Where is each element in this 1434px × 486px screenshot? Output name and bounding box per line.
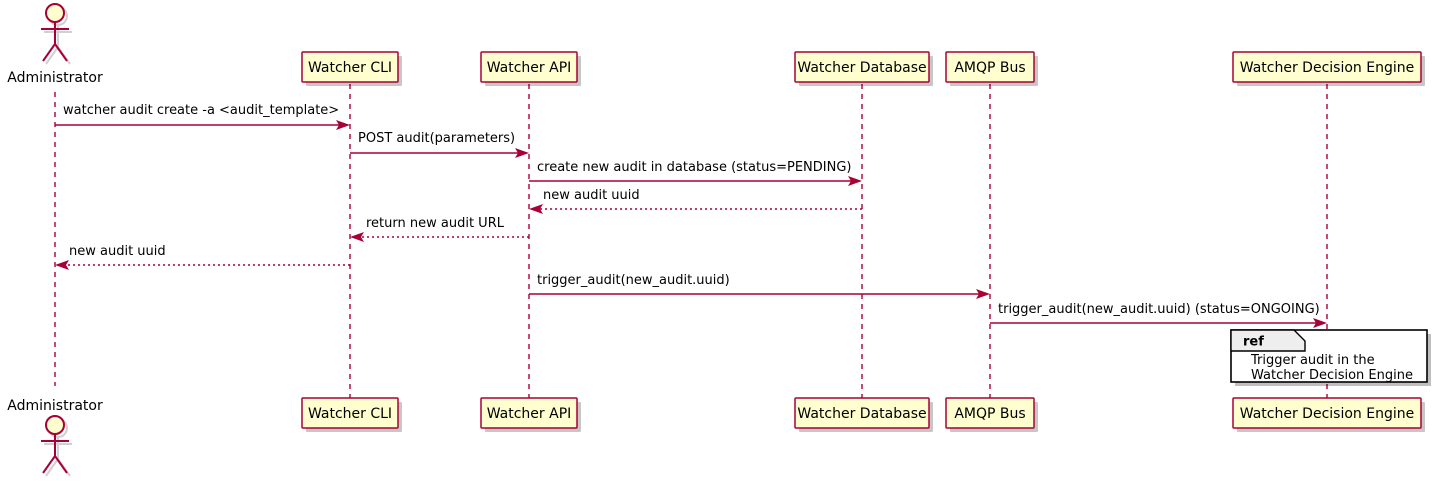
actor-label-top: Administrator bbox=[7, 70, 103, 86]
message-arrowhead-m8 bbox=[1313, 318, 1327, 328]
message-return-new-audit-url[interactable]: return new audit URL bbox=[350, 216, 529, 242]
message-label-m5: return new audit URL bbox=[366, 216, 505, 231]
participant-box-watcher-cli-bottom[interactable]: Watcher CLI bbox=[301, 397, 402, 432]
message-post-audit[interactable]: POST audit(parameters) bbox=[350, 131, 529, 158]
participant-box-amqp-bus-top[interactable]: AMQP Bus bbox=[945, 51, 1038, 86]
actor-administrator-bottom[interactable]: Administrator bbox=[7, 398, 103, 477]
message-arrowhead-m4 bbox=[529, 204, 543, 214]
participant-label-watcher-decision-engine-bottom: Watcher Decision Engine bbox=[1240, 406, 1414, 422]
ref-tab-shape bbox=[1230, 329, 1306, 352]
message-label-m6: new audit uuid bbox=[69, 244, 166, 259]
lifelines-group bbox=[54, 84, 1328, 398]
ref-fragment-trigger-audit[interactable]: ref Trigger audit in the Watcher Decisio… bbox=[1230, 329, 1431, 386]
message-arrowhead-m5 bbox=[350, 232, 364, 242]
participant-box-amqp-bus-bottom[interactable]: AMQP Bus bbox=[945, 397, 1038, 432]
ref-text-line-2: Watcher Decision Engine bbox=[1251, 368, 1413, 383]
participant-label-watcher-cli-top: Watcher CLI bbox=[308, 60, 392, 76]
message-label-m8: trigger_audit(new_audit.uuid) (status=ON… bbox=[998, 302, 1320, 317]
message-label-m7: trigger_audit(new_audit.uuid) bbox=[537, 273, 730, 288]
participant-box-watcher-database-top[interactable]: Watcher Database bbox=[794, 51, 933, 86]
actor-label-bottom: Administrator bbox=[7, 398, 103, 414]
participant-box-watcher-api-bottom[interactable]: Watcher API bbox=[480, 397, 581, 432]
actor-body-icon bbox=[41, 22, 69, 62]
message-label-m2: POST audit(parameters) bbox=[358, 131, 515, 146]
message-new-audit-uuid-cli[interactable]: new audit uuid bbox=[55, 244, 350, 270]
participant-label-watcher-cli-bottom: Watcher CLI bbox=[308, 406, 392, 422]
message-arrowhead-m1 bbox=[336, 120, 350, 130]
message-arrowhead-m7 bbox=[976, 289, 990, 299]
participant-label-amqp-bus-top: AMQP Bus bbox=[954, 60, 1025, 76]
message-trigger-audit[interactable]: trigger_audit(new_audit.uuid) bbox=[529, 273, 990, 299]
participant-box-watcher-decision-engine-top[interactable]: Watcher Decision Engine bbox=[1232, 51, 1425, 86]
actor-head-icon bbox=[45, 3, 65, 23]
message-trigger-audit-ongoing[interactable]: trigger_audit(new_audit.uuid) (status=ON… bbox=[990, 302, 1327, 328]
message-new-audit-uuid-db[interactable]: new audit uuid bbox=[529, 188, 862, 214]
actor-administrator-top[interactable]: Administrator bbox=[7, 3, 103, 86]
participant-label-watcher-database-top: Watcher Database bbox=[797, 60, 926, 76]
participant-label-watcher-decision-engine-top: Watcher Decision Engine bbox=[1240, 60, 1414, 76]
message-watcher-audit-create[interactable]: watcher audit create -a <audit_template> bbox=[55, 103, 350, 130]
participant-label-amqp-bus-bottom: AMQP Bus bbox=[954, 406, 1025, 422]
message-label-m4: new audit uuid bbox=[543, 188, 640, 203]
message-create-new-audit[interactable]: create new audit in database (status=PEN… bbox=[529, 160, 862, 186]
participant-label-watcher-database-bottom: Watcher Database bbox=[797, 406, 926, 422]
ref-tab-label: ref bbox=[1243, 335, 1264, 350]
message-label-m3: create new audit in database (status=PEN… bbox=[537, 160, 852, 175]
actor-head-icon-bottom bbox=[45, 415, 65, 435]
message-arrowhead-m2 bbox=[515, 148, 529, 158]
message-arrowhead-m6 bbox=[55, 260, 69, 270]
message-arrowhead-m3 bbox=[848, 176, 862, 186]
ref-text-line-1: Trigger audit in the bbox=[1250, 353, 1375, 368]
message-label-m1: watcher audit create -a <audit_template> bbox=[63, 103, 339, 118]
participant-label-watcher-api-bottom: Watcher API bbox=[487, 406, 572, 422]
participant-label-watcher-api-top: Watcher API bbox=[487, 60, 572, 76]
participant-box-watcher-decision-engine-bottom[interactable]: Watcher Decision Engine bbox=[1232, 397, 1425, 432]
participant-box-watcher-cli-top[interactable]: Watcher CLI bbox=[301, 51, 402, 86]
participant-box-watcher-api-top[interactable]: Watcher API bbox=[480, 51, 581, 86]
participant-box-watcher-database-bottom[interactable]: Watcher Database bbox=[794, 397, 933, 432]
actor-body-icon-bottom bbox=[41, 434, 69, 474]
